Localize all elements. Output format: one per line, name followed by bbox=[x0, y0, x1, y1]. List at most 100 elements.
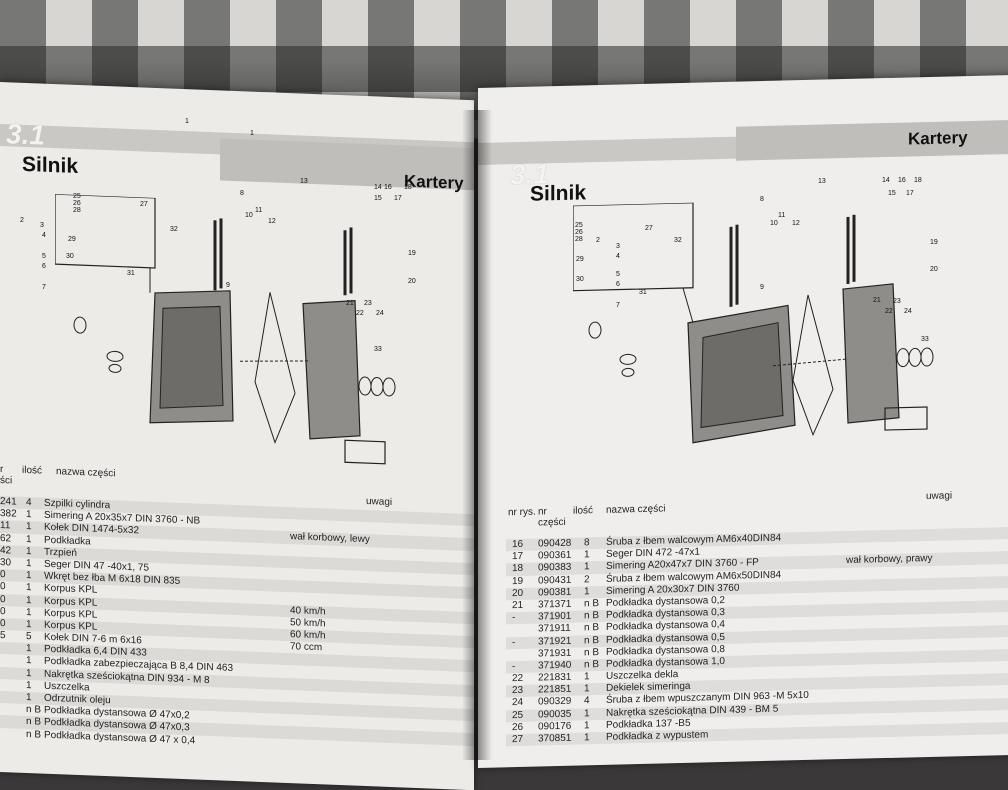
callout-left: 18 bbox=[404, 184, 412, 191]
row-number: 20 bbox=[512, 587, 524, 599]
callout-right: 3 bbox=[616, 243, 620, 250]
row-number: 19 bbox=[512, 575, 524, 587]
callout-left: 32 bbox=[170, 226, 178, 233]
callout-left: 24 bbox=[376, 310, 384, 317]
callout-left: 4 bbox=[42, 232, 46, 239]
callout-right: 14 bbox=[882, 177, 890, 184]
row-qty: 8 bbox=[584, 537, 590, 549]
callout-left: 12 bbox=[268, 218, 276, 225]
callout-left: 20 bbox=[408, 278, 416, 285]
callout-left: 9 bbox=[226, 282, 230, 289]
row-qty: 1 bbox=[26, 679, 32, 692]
callout-right: 2 bbox=[596, 237, 600, 244]
row-qty: 1 bbox=[584, 720, 590, 732]
row-number: 42 bbox=[0, 544, 12, 557]
callout-left: 17 bbox=[394, 195, 402, 202]
callout-left: 13 bbox=[300, 178, 308, 185]
row-qty: 1 bbox=[584, 586, 590, 598]
right-page: 3.1 Silnik Kartery bbox=[478, 74, 1008, 769]
callout-left: 21 bbox=[346, 300, 354, 307]
row-qty: n B bbox=[584, 634, 600, 646]
row-number: 241 bbox=[0, 496, 17, 508]
row-qty: 1 bbox=[26, 691, 32, 704]
row-part-number: 371921 bbox=[538, 635, 572, 648]
row-part-number: 090383 bbox=[538, 562, 572, 574]
table-header-remarks: uwagi bbox=[366, 496, 393, 509]
row-qty: 1 bbox=[584, 671, 590, 683]
row-number: 21 bbox=[512, 599, 524, 612]
row-qty: 1 bbox=[26, 557, 32, 570]
callout-left: 30 bbox=[66, 253, 74, 260]
row-part-name: Podkładka z wypustem bbox=[606, 729, 709, 743]
callout-left: 11 bbox=[255, 207, 263, 214]
callout-right: 17 bbox=[906, 190, 914, 197]
row-number: 23 bbox=[512, 685, 524, 697]
row-qty: n B bbox=[26, 728, 42, 741]
callout-right: 16 bbox=[898, 177, 906, 184]
row-part-name: Trzpień bbox=[44, 546, 77, 559]
callout-left: 27 bbox=[140, 201, 148, 208]
row-number: - bbox=[512, 612, 516, 624]
callout-right: 30 bbox=[576, 276, 584, 283]
callout-left: 28 bbox=[73, 207, 81, 214]
row-qty: n B bbox=[584, 658, 600, 671]
row-qty: n B bbox=[584, 646, 600, 659]
exploded-diagram bbox=[573, 196, 953, 465]
row-number: 11 bbox=[0, 520, 11, 532]
callout-left: 3 bbox=[40, 222, 44, 229]
callout-right: 8 bbox=[760, 196, 764, 203]
row-qty: 1 bbox=[26, 606, 32, 618]
callout-left: 6 bbox=[42, 263, 46, 270]
callout-left: 2 bbox=[20, 217, 24, 224]
row-number: 0 bbox=[0, 617, 6, 630]
callout-right: 15 bbox=[888, 190, 896, 197]
callout-left: 1 bbox=[185, 118, 189, 125]
row-part-number: 371931 bbox=[538, 647, 572, 660]
callout-right: 9 bbox=[760, 284, 764, 291]
callout-left: 14 bbox=[374, 184, 382, 191]
row-number: 62 bbox=[0, 532, 12, 544]
row-part-number: 221851 bbox=[538, 683, 572, 696]
callout-right: 18 bbox=[914, 177, 922, 184]
row-number: 16 bbox=[512, 538, 524, 551]
row-number: 26 bbox=[512, 721, 524, 733]
row-qty: n B bbox=[584, 622, 600, 634]
row-qty: 1 bbox=[584, 549, 590, 561]
callout-right: 10 bbox=[770, 220, 778, 227]
row-part-number: 090428 bbox=[538, 537, 572, 550]
callout-right: 20 bbox=[930, 266, 938, 273]
table-header-part-no: nr części bbox=[538, 506, 566, 529]
row-number: 25 bbox=[512, 709, 524, 721]
callout-left: 33 bbox=[374, 346, 382, 353]
callout-right: 6 bbox=[616, 281, 620, 288]
callout-left: 31 bbox=[127, 270, 135, 277]
row-qty: 1 bbox=[26, 509, 32, 521]
row-qty: 4 bbox=[26, 496, 32, 509]
callout-left: 26 bbox=[73, 200, 81, 207]
callout-right: 33 bbox=[921, 336, 929, 343]
row-qty: 1 bbox=[26, 655, 32, 667]
row-number: 27 bbox=[512, 733, 524, 746]
table-header-name: nazwa części bbox=[606, 503, 666, 516]
row-qty: 2 bbox=[584, 573, 590, 585]
callout-right: 27 bbox=[645, 225, 653, 232]
row-qty: 1 bbox=[584, 732, 590, 744]
callout-right: 4 bbox=[616, 253, 620, 260]
table-header-no: nr rys. bbox=[508, 506, 536, 519]
callout-left: 22 bbox=[356, 310, 364, 317]
callout-left: 16 bbox=[384, 184, 392, 191]
row-qty: 1 bbox=[26, 545, 32, 557]
callout-right: 25 bbox=[575, 222, 583, 229]
callout-left: 19 bbox=[408, 250, 416, 257]
callout-right: 29 bbox=[576, 256, 584, 263]
row-number: 30 bbox=[0, 556, 12, 569]
left-page: 3.1 Silnik Kartery bbox=[0, 82, 474, 790]
callout-right: 21 bbox=[873, 297, 881, 304]
callout-left: 7 bbox=[42, 284, 46, 291]
row-qty: 1 bbox=[584, 707, 590, 720]
row-remarks: 40 km/h bbox=[290, 604, 326, 618]
section-label: Kartery bbox=[908, 128, 968, 149]
callout-right: 31 bbox=[639, 289, 647, 296]
row-number: 0 bbox=[0, 569, 6, 581]
